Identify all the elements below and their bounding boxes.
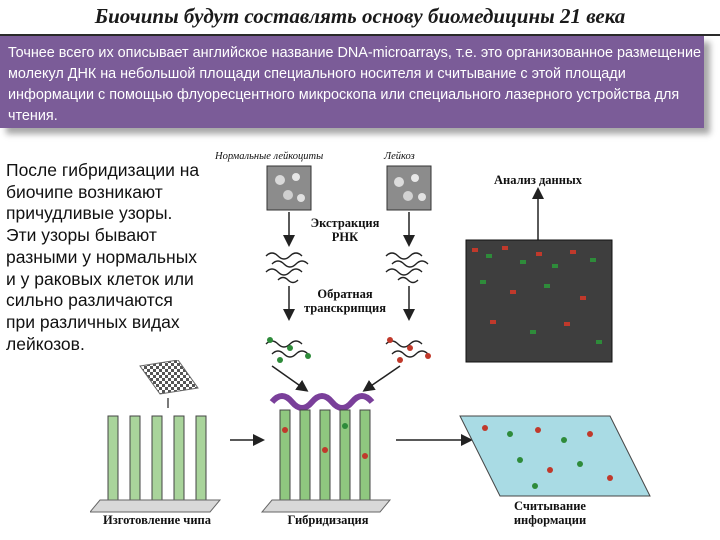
data-analysis-label: Анализ данных [494, 173, 583, 187]
chip-manufacture-label: Изготовление чипа [103, 513, 212, 527]
intro-banner: Точнее всего их описывает английское наз… [0, 36, 704, 128]
rna-strands-left [265, 252, 309, 284]
title-divider [0, 34, 720, 36]
microarray-image [465, 239, 613, 363]
rna-strands-right [385, 252, 429, 284]
normal-cells-label: Нормальные лейкоциты [214, 151, 323, 162]
lower-diagram: Изготовление чипа Гибридизация Считывани… [90, 360, 651, 527]
readout-slide [459, 415, 651, 497]
chip-checker [139, 360, 199, 395]
leukemia-label: Лейкоз [383, 151, 415, 162]
leukemia-cells-image [386, 165, 432, 211]
extraction-label-line2: РНК [332, 230, 358, 244]
slide-title: Биочипы будут составлять основу биомедиц… [94, 4, 626, 28]
labeled-cdna-left [265, 337, 311, 363]
hybridization-label: Гибридизация [287, 513, 368, 527]
side-description: После гибридизации на биочипе возникают … [6, 160, 200, 354]
readout-label-line2: информации [514, 513, 586, 527]
intro-text: Точнее всего их описывает английское наз… [8, 45, 702, 124]
labeled-cdna-right [385, 337, 431, 363]
normal-cells-image [266, 165, 312, 211]
reverse-transcription-line2: транскрипция [304, 301, 386, 315]
reverse-transcription-line1: Обратная [317, 287, 372, 301]
microarray-workflow-diagram: Нормальные лейкоциты Лейкоз Экстракция Р… [214, 151, 432, 392]
chip-manufacture-pillars [90, 415, 222, 513]
hybridization-image [260, 393, 392, 513]
readout-label-line1: Считывание [514, 499, 586, 513]
extraction-label-line1: Экстракция [311, 216, 380, 230]
analysis-diagram: Анализ данных [465, 173, 613, 363]
